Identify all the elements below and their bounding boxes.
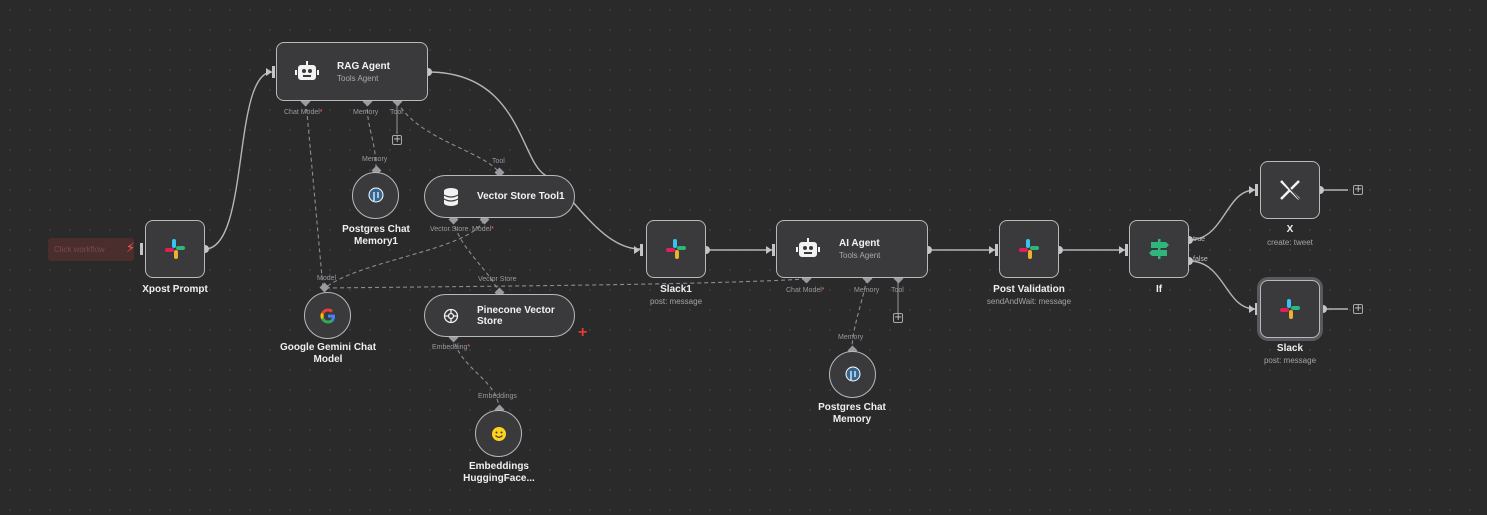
dash-aiagent-chatmodel-gemini bbox=[324, 278, 807, 289]
node-xpost-prompt[interactable] bbox=[145, 220, 205, 278]
port-label-if-true: true bbox=[1193, 236, 1206, 243]
x-sublabel: create: tweet bbox=[1267, 238, 1313, 247]
slack-icon bbox=[165, 239, 185, 259]
port-label-if-false: false bbox=[1193, 256, 1208, 263]
post-validation-label: Post Validation bbox=[993, 284, 1065, 295]
port-label-pinecone-vector-store: Vector Store bbox=[478, 276, 517, 283]
x-label: X bbox=[1286, 224, 1294, 235]
postgres-elephant-icon bbox=[845, 366, 860, 381]
port-label-rag-chat-model: Chat Model* bbox=[284, 109, 323, 116]
lightning-bolt-icon: ⚡ bbox=[126, 240, 136, 255]
port-label-pinecone-embedding: Embedding* bbox=[432, 344, 471, 351]
port-label-memory1-in: Memory bbox=[362, 156, 388, 163]
signpost-icon bbox=[1149, 239, 1169, 259]
node-postgres-memory[interactable] bbox=[829, 351, 876, 398]
node-slack1[interactable] bbox=[646, 220, 706, 278]
google-g-icon bbox=[319, 307, 335, 323]
node-post-validation[interactable] bbox=[999, 220, 1059, 278]
dash-rag-chatmodel-gemini bbox=[305, 101, 324, 289]
pinecone-icon bbox=[443, 308, 459, 323]
vector-store-tool-title: Vector Store Tool1 bbox=[477, 191, 565, 202]
ai-agent-title: AI Agent bbox=[839, 238, 880, 249]
node-vector-store-tool[interactable]: Vector Store Tool1 bbox=[424, 175, 575, 218]
slack-icon bbox=[666, 239, 686, 259]
port-label-rag-tool: Tool bbox=[390, 109, 403, 116]
trigger-execute-button[interactable]: Click workflow bbox=[48, 238, 134, 261]
node-if[interactable] bbox=[1129, 220, 1189, 278]
slack-sublabel: post: message bbox=[1263, 356, 1317, 365]
node-postgres-memory1[interactable] bbox=[352, 172, 399, 219]
node-google-gemini[interactable] bbox=[304, 292, 351, 339]
port-label-memory-in: Memory bbox=[838, 334, 864, 341]
port-label-vst-model: Model* bbox=[472, 226, 494, 233]
add-tool-button[interactable]: + bbox=[893, 312, 903, 323]
port-label-embeddings-in: Embeddings bbox=[478, 393, 517, 400]
node-embeddings-huggingface[interactable] bbox=[475, 410, 522, 457]
x-logo-icon bbox=[1280, 180, 1300, 200]
port-label-rag-memory: Memory bbox=[353, 109, 379, 116]
port-label-ai-tool: Tool bbox=[891, 287, 904, 294]
database-icon bbox=[443, 187, 459, 206]
node-ai-agent[interactable]: AI Agent Tools Agent bbox=[776, 220, 928, 278]
xpost-prompt-label: Xpost Prompt bbox=[142, 284, 208, 295]
port-label-ai-chat-model: Chat Model* bbox=[786, 287, 825, 294]
port-label-ai-memory: Memory bbox=[854, 287, 880, 294]
ai-agent-subtitle: Tools Agent bbox=[839, 251, 881, 260]
error-cross-icon: + bbox=[578, 324, 588, 341]
wire-rag-to-slack1 bbox=[427, 71, 641, 250]
slack1-label: Slack1 bbox=[660, 284, 692, 295]
rag-agent-title: RAG Agent bbox=[337, 60, 390, 72]
add-node-after-x-button[interactable]: + bbox=[1353, 184, 1363, 195]
wire-xpost-to-rag bbox=[204, 71, 273, 250]
node-x[interactable] bbox=[1260, 161, 1320, 219]
robot-icon bbox=[796, 238, 820, 257]
rag-agent-subtitle: Tools Agent bbox=[337, 73, 379, 83]
add-node-after-slack-button[interactable]: + bbox=[1353, 303, 1363, 314]
port-label-gemini-model: Model bbox=[317, 275, 337, 282]
slack1-sublabel: post: message bbox=[649, 297, 703, 306]
dash-rag-tool-vst bbox=[396, 101, 500, 173]
slack-icon bbox=[1280, 299, 1300, 319]
port-label-vst-tool-in: Tool bbox=[492, 158, 505, 165]
post-validation-sublabel: sendAndWait: message bbox=[986, 297, 1072, 306]
huggingface-icon bbox=[491, 426, 506, 441]
trigger-label: Click workflow bbox=[54, 245, 105, 254]
robot-icon bbox=[295, 60, 319, 80]
add-tool-button[interactable]: + bbox=[392, 134, 402, 145]
node-rag-agent[interactable]: RAG Agent Tools Agent bbox=[276, 42, 428, 101]
slack-icon bbox=[1019, 239, 1039, 259]
port-label-vst-vector-store: Vector Store bbox=[430, 226, 469, 233]
postgres-elephant-icon bbox=[368, 187, 383, 202]
if-label: If bbox=[1155, 284, 1163, 295]
slack-label: Slack bbox=[1276, 343, 1304, 354]
node-slack[interactable] bbox=[1260, 280, 1320, 338]
